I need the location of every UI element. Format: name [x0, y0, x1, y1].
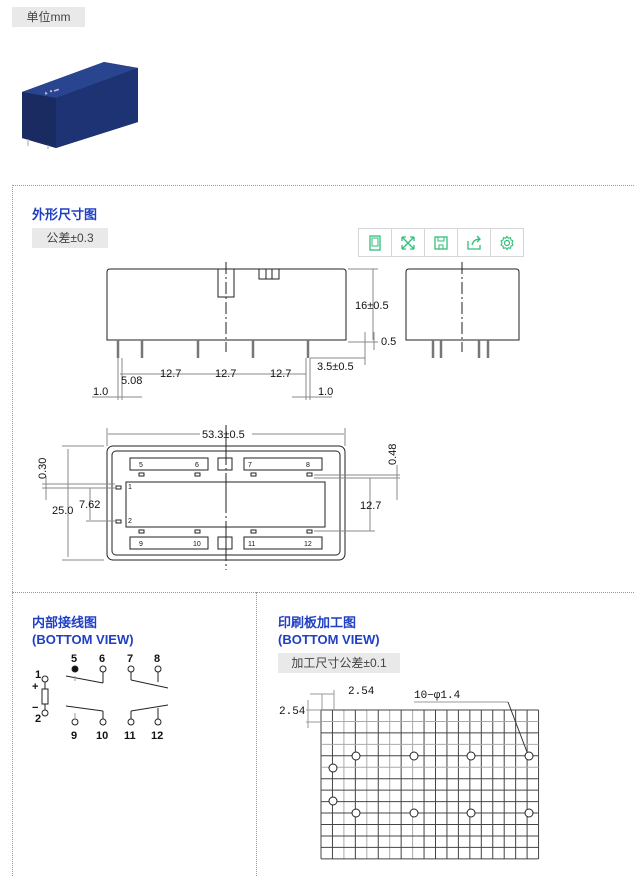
pcb-hole — [466, 751, 476, 761]
dim-offset-left: 0.30 — [37, 458, 49, 479]
terminal-label: 6 — [99, 653, 105, 665]
end-view-body — [405, 268, 520, 341]
share-icon — [467, 235, 481, 250]
pin-label: 5 — [139, 462, 143, 469]
pin-label: 8 — [306, 462, 310, 469]
pcb-hole — [409, 808, 419, 818]
dim-pitch-3: 12.7 — [215, 368, 236, 380]
dim-pitch-2: 12.7 — [160, 368, 181, 380]
tolerance-tag: 公差±0.3 — [32, 228, 108, 248]
tablet-view-button[interactable] — [359, 229, 392, 256]
dim-width: 25.0 — [52, 505, 73, 517]
terminal-label: 11 — [124, 730, 136, 742]
pcb-hole — [409, 751, 419, 761]
pcb-subtitle: (BOTTOM VIEW) — [278, 632, 380, 647]
pin-label: 2 — [128, 518, 132, 525]
pcb-hole — [351, 808, 361, 818]
terminal-label: 7 — [127, 653, 133, 665]
unit-tag: 单位mm — [12, 7, 85, 27]
pcb-hole — [328, 796, 338, 806]
pcb-title: 印刷板加工图 — [278, 615, 357, 630]
section-border — [12, 592, 13, 876]
dim-row-pitch: 12.7 — [360, 500, 381, 512]
wiring-title: 内部接线图 — [32, 615, 98, 630]
svg-text:▲ ● ▬: ▲ ● ▬ — [43, 86, 60, 97]
pin-label: 6 — [195, 462, 199, 469]
coil-polarity-minus: − — [32, 702, 38, 714]
dim-pitch-1: 5.08 — [121, 375, 142, 387]
pin-label: 1 — [128, 484, 132, 491]
terminal-label: 5 — [71, 653, 77, 665]
pin-label: 12 — [304, 541, 312, 548]
dim-length: 53.3±0.5 — [202, 429, 245, 441]
pin-label: 10 — [193, 541, 201, 548]
pcb-hole — [524, 751, 534, 761]
outline-title: 外形尺寸图 — [32, 207, 98, 222]
settings-button[interactable] — [491, 229, 523, 256]
column-divider — [256, 592, 257, 876]
dim-pin-width-left: 1.0 — [93, 386, 108, 398]
pcb-hole — [328, 763, 338, 773]
section-border — [12, 185, 13, 592]
wiring-subtitle: (BOTTOM VIEW) — [32, 632, 134, 647]
dim-height: 16±0.5 — [355, 300, 389, 312]
gear-icon — [500, 235, 514, 250]
save-icon — [434, 235, 448, 250]
pcb-hole-spec: 10−φ1.4 — [414, 690, 461, 702]
pin-label: 7 — [248, 462, 252, 469]
dim-coil-pitch: 7.62 — [79, 499, 100, 511]
section-divider — [12, 185, 634, 186]
dim-pin-length: 3.5±0.5 — [317, 361, 354, 373]
pcb-tolerance-tag: 加工尺寸公差±0.1 — [278, 653, 400, 673]
section-divider — [12, 592, 634, 593]
relay-product-photo: ▲ ● ▬ — [22, 62, 138, 149]
pin-label: 9 — [139, 541, 143, 548]
share-button[interactable] — [458, 229, 491, 256]
tablet-icon — [369, 234, 381, 251]
coil-label: 2 — [35, 713, 41, 725]
pcb-hole — [466, 808, 476, 818]
pcb-hole — [524, 808, 534, 818]
dim-pin-width-right: 1.0 — [318, 386, 333, 398]
dim-pitch-4: 12.7 — [270, 368, 291, 380]
coil-polarity-plus: + — [32, 681, 38, 693]
side-view-body — [106, 268, 347, 341]
image-toolbar — [358, 228, 524, 257]
fullscreen-button[interactable] — [392, 229, 425, 256]
terminal-label: 8 — [154, 653, 160, 665]
dim-offset-right: 0.48 — [387, 444, 399, 465]
dim-gap: 0.5 — [381, 336, 396, 348]
pcb-pitch-x: 2.54 — [348, 686, 375, 698]
pin-label: 11 — [248, 541, 255, 548]
terminal-label: 9 — [71, 730, 77, 742]
terminal-label: 12 — [151, 730, 163, 742]
save-button[interactable] — [425, 229, 458, 256]
pcb-pitch-y: 2.54 — [279, 706, 306, 718]
coil-label: 1 — [35, 669, 41, 681]
pcb-hole — [351, 751, 361, 761]
terminal-label: 10 — [96, 730, 108, 742]
expand-icon — [401, 235, 415, 250]
